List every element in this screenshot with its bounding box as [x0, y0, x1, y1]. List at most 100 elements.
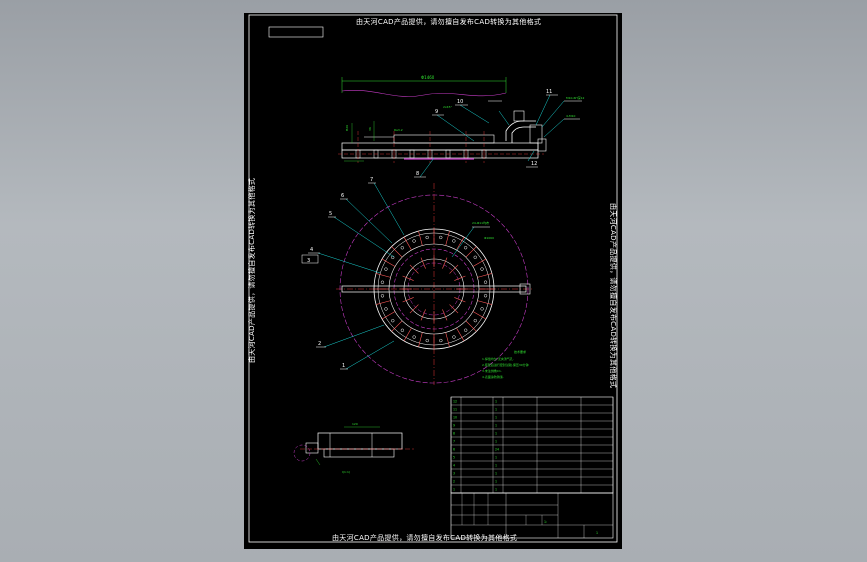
- watermark-top: 由天河CAD产品提供，请勿擅自发布CAD转换为其他格式: [356, 18, 542, 26]
- inner-spoke: [409, 304, 419, 314]
- parts-table-cell: 1: [495, 432, 497, 436]
- parts-table-cell: 1: [495, 416, 497, 420]
- watermark-left: 由天河CAD产品提供，请勿擅自发布CAD转换为其他格式: [248, 177, 256, 363]
- svg-text:Φ1460: Φ1460: [421, 75, 435, 80]
- bolt-hole: [384, 267, 388, 271]
- outer-spoke: [472, 311, 487, 320]
- bolt-hole: [480, 307, 484, 311]
- bolt-hole: [464, 328, 468, 332]
- parts-table-cell: 4: [453, 464, 455, 468]
- bolt-hole: [473, 318, 477, 323]
- callout-7: 7: [370, 177, 373, 183]
- svg-text:24-Φ11均布: 24-Φ11均布: [472, 220, 489, 225]
- parts-table-cell: 1: [453, 488, 455, 492]
- parts-table-cell: 3: [453, 472, 455, 476]
- svg-text:H26: H26: [345, 125, 349, 131]
- outer-spoke: [465, 246, 477, 258]
- callout-11: 11: [546, 89, 552, 95]
- drawing-sheet: Φ1460: [244, 13, 622, 549]
- bolt-hole: [400, 328, 405, 332]
- parts-table-cell: 10: [453, 416, 457, 420]
- section-view: Φ1460: [338, 75, 585, 178]
- callout-8: 8: [416, 171, 419, 177]
- bolt-hole: [412, 239, 416, 243]
- outer-spoke: [477, 300, 493, 305]
- svg-text:I(1:1): I(1:1): [342, 470, 350, 474]
- outer-spoke: [472, 258, 487, 267]
- inner-spoke: [402, 275, 414, 281]
- inner-spoke: [420, 309, 426, 321]
- svg-text:Φ1060: Φ1060: [484, 236, 494, 240]
- bolt-hole: [439, 338, 443, 343]
- inner-spoke: [454, 297, 466, 303]
- outer-spoke: [381, 311, 396, 320]
- bolt-hole: [480, 267, 484, 271]
- parts-table-cell: 6: [453, 448, 455, 452]
- bolt-hole: [400, 246, 404, 250]
- inner-spoke: [449, 304, 459, 314]
- callout-4: 4: [310, 247, 313, 253]
- parts-table-cell: 5: [453, 456, 455, 460]
- parts-table-cell: 1: [495, 456, 497, 460]
- parts-table-cell: 1: [495, 464, 497, 468]
- bolt-hole: [380, 280, 385, 284]
- outer-spoke: [445, 230, 450, 246]
- inner-spoke: [442, 257, 448, 269]
- bolt-hole: [483, 294, 488, 298]
- bolt-hole: [380, 294, 385, 298]
- plan-view: 24-Φ11均布 Φ1060 技术要求 1.焊缝均匀,无夹渣气孔. 2.装配后进…: [301, 182, 532, 385]
- parts-table-cell: 11: [453, 408, 457, 412]
- outer-spoke: [391, 246, 403, 258]
- bolt-hole: [384, 307, 388, 311]
- inner-spoke: [454, 275, 466, 281]
- parts-table-cell: 1: [495, 488, 497, 492]
- parts-table-cell: 12: [453, 400, 457, 404]
- parts-table-cell: 2: [453, 480, 455, 484]
- svg-text:1.焊缝均匀,无夹渣气孔.: 1.焊缝均匀,无夹渣气孔.: [482, 356, 514, 361]
- callout-12: 12: [531, 161, 537, 167]
- callout-6: 6: [341, 193, 344, 199]
- parts-table-cell: 1: [495, 440, 497, 444]
- inner-spoke: [420, 257, 426, 269]
- callout-5: 5: [329, 211, 332, 217]
- outer-spoke: [375, 300, 391, 305]
- svg-text:2.装配后进行密封试验,保压30分钟: 2.装配后进行密封试验,保压30分钟: [482, 362, 529, 367]
- bolt-hole: [463, 246, 468, 250]
- bolt-hole: [439, 235, 443, 240]
- bolt-hole: [412, 335, 416, 339]
- callout-1: 1: [342, 363, 345, 369]
- sheet-number: 1: [596, 531, 598, 535]
- cad-drawing: Φ1460: [248, 14, 618, 543]
- outer-spoke: [381, 258, 396, 267]
- svg-text:4-M10: 4-M10: [566, 114, 575, 118]
- svg-text:M10-6H深12: M10-6H深12: [566, 95, 585, 100]
- callout-2: 2: [318, 341, 321, 347]
- svg-text:技术要求: 技术要求: [514, 349, 526, 354]
- outer-spoke: [418, 332, 423, 348]
- bolt-hole: [425, 235, 429, 240]
- outer-spoke: [445, 332, 450, 348]
- title-block: 1: 1: [450, 492, 614, 539]
- bolt-hole: [483, 280, 488, 284]
- parts-table-cell: 1: [495, 480, 497, 484]
- bolt-hole: [452, 239, 456, 243]
- parts-table-cell: 1: [495, 408, 497, 412]
- callout-9: 9: [435, 109, 438, 115]
- callout-3: 3: [307, 258, 310, 264]
- parts-table-cell: 8: [453, 432, 455, 436]
- bolt-hole: [425, 338, 429, 343]
- inner-spoke: [442, 309, 448, 321]
- outer-spoke: [391, 320, 403, 332]
- parts-table-cell: 1: [495, 400, 497, 404]
- scale-value: 1:: [544, 520, 547, 524]
- svg-text:36: 36: [368, 127, 372, 131]
- outer-spoke: [456, 327, 465, 342]
- detail-view: 120 I(1:1): [293, 422, 414, 474]
- watermark-bottom: 由天河CAD产品提供，请勿擅自发布CAD转换为其他格式: [332, 534, 518, 542]
- corner-stamp: [268, 26, 324, 38]
- watermark-right: 由天河CAD产品提供，请勿擅自发布CAD转换为其他格式: [609, 203, 617, 389]
- outer-spoke: [418, 230, 423, 246]
- outer-spoke: [403, 236, 412, 251]
- callout-10: 10: [457, 99, 463, 105]
